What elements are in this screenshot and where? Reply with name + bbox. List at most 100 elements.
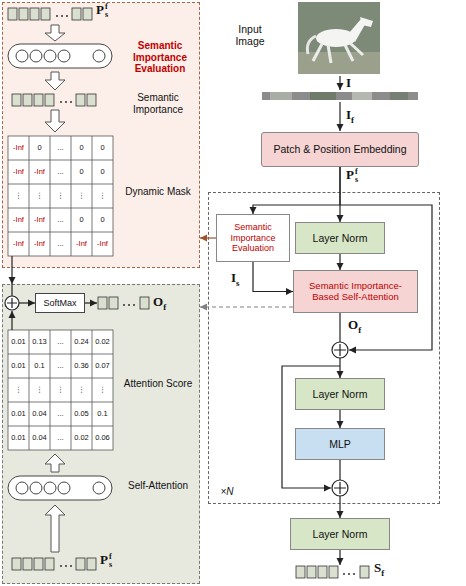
matrix-cell: -Inf <box>29 232 50 256</box>
matrix-cell: -Inf <box>92 232 113 256</box>
node-label: Layer Norm <box>313 528 368 540</box>
math-symbol: Psf <box>96 3 108 19</box>
process-box: Layer Norm <box>290 518 390 550</box>
matrix-cell: ... <box>50 426 71 450</box>
math-part: f <box>381 568 384 578</box>
matrix-cell: ... <box>50 330 71 354</box>
input-image <box>345 45 353 61</box>
process-box: Semantic Importance-Based Self-Attention <box>293 270 418 313</box>
connector-arrow <box>339 313 340 378</box>
math-symbol: I <box>346 76 351 90</box>
process-box: SoftMax <box>35 293 85 313</box>
matrix-cell: ⋮ <box>8 184 29 208</box>
math-part: f <box>109 553 112 561</box>
ellipsis-dots <box>353 573 355 575</box>
connector-arrow <box>253 167 340 214</box>
add-symbol <box>334 482 346 494</box>
matrix-cell: 0 <box>71 208 92 232</box>
node-label: SoftMax <box>43 298 76 308</box>
matrix-cell: 0.36 <box>71 354 92 378</box>
math-part: sf <box>355 168 358 184</box>
matrix-cell: 0 <box>29 136 50 160</box>
math-part: I <box>346 107 351 122</box>
matrix-cell: ... <box>50 402 71 426</box>
matrix-cell: ⋮ <box>8 378 29 402</box>
matrix-cell: -Inf <box>8 160 29 184</box>
matrix-cell: ⋮ <box>29 378 50 402</box>
math-part: sf <box>109 553 112 569</box>
node-label: Self-Attention <box>118 480 198 492</box>
input-image <box>328 45 331 63</box>
input-image <box>298 2 380 74</box>
process-box: Patch & Position Embedding <box>261 132 419 167</box>
node-label: Semantic Importance-Based Self-Attention <box>297 281 414 303</box>
input-image <box>349 19 367 42</box>
matrix-cell: 0.01 <box>8 330 29 354</box>
node-label: MLP <box>329 438 351 450</box>
patch-strip <box>262 92 418 100</box>
matrix-cell: ... <box>50 208 71 232</box>
matrix-cell: 0 <box>71 160 92 184</box>
flow-arrow <box>339 102 340 131</box>
node-label: Dynamic Mask <box>122 186 194 198</box>
matrix-cell: 0.01 <box>8 354 29 378</box>
process-box: Semantic Importance Evaluation <box>216 214 290 262</box>
matrix-cell: ... <box>50 160 71 184</box>
token-row <box>360 566 369 578</box>
matrix-cell: -Inf <box>29 160 50 184</box>
input-image <box>313 44 322 61</box>
residual-line <box>282 205 432 488</box>
math-part: I <box>231 270 236 285</box>
connector-arrow <box>339 167 340 222</box>
node-label: Semantic Importance Evaluation <box>220 222 286 253</box>
input-image <box>360 17 373 27</box>
matrix-cell: -Inf <box>71 232 92 256</box>
process-box: MLP <box>295 428 385 460</box>
math-part: s <box>355 176 358 184</box>
connector-arrow <box>200 306 293 307</box>
math-part: f <box>105 3 108 11</box>
math-symbol: Psf <box>346 168 358 184</box>
token-row <box>296 566 305 578</box>
module-panel: Semantic Importance EvaluationSemantic I… <box>2 2 200 268</box>
matrix-cell: 0.02 <box>71 426 92 450</box>
math-part: s <box>109 561 112 569</box>
math-part: f <box>355 168 358 176</box>
token-row <box>307 566 316 578</box>
matrix-cell: 0.06 <box>92 426 113 450</box>
input-image <box>298 52 380 74</box>
math-part: O <box>348 317 358 332</box>
matrix-cell: -Inf <box>29 208 50 232</box>
matrix-cell: ⋮ <box>29 184 50 208</box>
matrix-cell: ⋮ <box>92 184 113 208</box>
matrix-cell: -Inf <box>8 232 29 256</box>
math-symbol: Of <box>348 318 361 335</box>
math-part: O <box>153 294 163 309</box>
add-symbol <box>332 480 348 496</box>
matrix-cell: 0.05 <box>71 402 92 426</box>
connector-arrow <box>11 268 12 284</box>
matrix-cell: 0.1 <box>29 354 50 378</box>
patch-strip <box>310 92 336 100</box>
matrix-cell: 0.02 <box>92 330 113 354</box>
matrix-cell: ... <box>50 232 71 256</box>
node-label: Layer Norm <box>313 232 368 244</box>
math-part: I <box>346 75 351 90</box>
math-symbol: Psf <box>100 553 112 569</box>
node-label: Semantic Importance <box>122 92 194 115</box>
matrix-cell: ⋮ <box>71 184 92 208</box>
matrix-cell: 0.01 <box>8 426 29 450</box>
connector-arrow <box>339 254 340 270</box>
ellipsis-dots <box>348 573 350 575</box>
math-part: f <box>163 302 166 312</box>
ellipsis-dots <box>343 573 345 575</box>
math-part: P <box>100 552 108 567</box>
matrix-cell: 0.04 <box>29 402 50 426</box>
math-part: s <box>105 11 108 19</box>
patch-strip <box>262 92 418 100</box>
matrix-cell: ⋮ <box>71 378 92 402</box>
matrix-cell: -Inf <box>8 208 29 232</box>
matrix-cell: 0.24 <box>71 330 92 354</box>
add-symbol <box>334 344 346 356</box>
